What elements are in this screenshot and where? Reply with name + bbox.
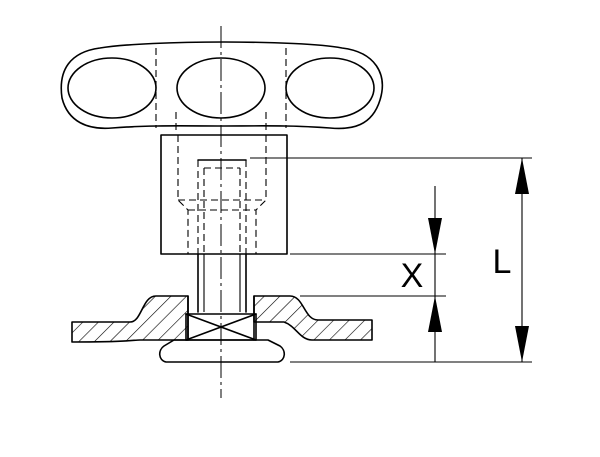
knob-lobe-left	[67, 57, 157, 119]
knob-lobe-center	[176, 57, 266, 119]
threaded-stud	[197, 159, 247, 313]
dimension-l-arrow-top	[515, 158, 529, 194]
knob-head	[60, 41, 384, 130]
dimension-l: L	[493, 158, 529, 362]
base-plate-left-section	[71, 295, 189, 343]
swivel-foot	[158, 313, 286, 363]
dimension-l-arrow-bottom	[515, 326, 529, 362]
dimension-x-label: X	[401, 257, 424, 295]
base-plate-right-section	[253, 295, 373, 341]
dimension-x-arrow-top	[428, 218, 442, 254]
dimension-x-arrow-bottom	[428, 296, 442, 332]
extension-lines	[250, 157, 532, 363]
hole-clearance	[187, 295, 255, 341]
knob-hub	[160, 134, 288, 255]
dimension-l-label: L	[493, 243, 512, 281]
dimension-x: X	[401, 186, 442, 362]
knob-lobe-right	[285, 57, 375, 119]
